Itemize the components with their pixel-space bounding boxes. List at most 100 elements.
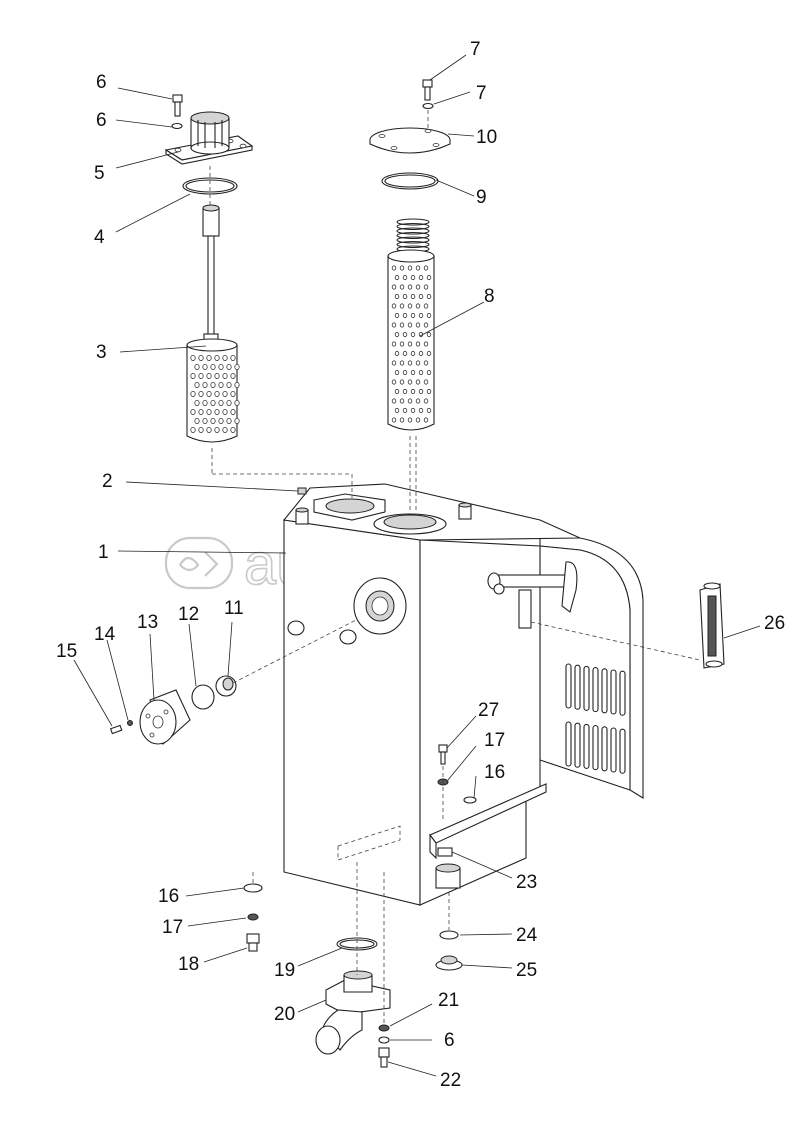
perforation-hole	[410, 274, 416, 281]
perforation-hole	[407, 322, 413, 328]
part-filter-cover-10	[369, 127, 451, 154]
perforation-hole	[407, 341, 413, 347]
perforation-hole	[391, 398, 397, 404]
perforation-hole	[426, 407, 432, 414]
callout-17: 17	[162, 917, 183, 938]
callout-3: 3	[96, 342, 107, 363]
perforation-hole	[210, 399, 216, 406]
perforation-hole	[402, 369, 408, 376]
perforation-hole	[423, 398, 429, 404]
perforation-hole	[194, 363, 200, 370]
vent-slot	[601, 668, 608, 714]
perforation-hole	[194, 417, 200, 424]
callout-23: 23	[516, 872, 537, 893]
callout-27: 26	[764, 613, 785, 634]
part-hydraulic-tank-1	[282, 483, 644, 906]
perforation-hole	[198, 372, 204, 379]
perforation-hole	[399, 341, 405, 347]
callout-7: 6	[96, 72, 107, 93]
perforation-hole	[415, 417, 421, 423]
callout-15: 15	[56, 641, 77, 662]
perforation-hole	[423, 379, 429, 385]
perforation-hole	[410, 293, 416, 300]
perforation-hole	[222, 372, 228, 379]
perforation-hole	[426, 388, 432, 395]
callout-20: 20	[274, 1004, 295, 1025]
perforation-hole	[391, 284, 397, 290]
part-seal-ring-24	[439, 930, 459, 940]
perforation-hole	[426, 331, 432, 338]
spring-coil	[396, 236, 430, 244]
callout-4: 4	[94, 227, 105, 248]
vent-slot	[574, 664, 581, 710]
callout-14: 14	[94, 624, 116, 645]
perforation-hole	[218, 363, 224, 370]
perforation-hole	[391, 341, 397, 347]
part-bolt-18	[246, 933, 260, 952]
vent-slot	[574, 722, 581, 768]
perforation-hole	[426, 274, 432, 281]
perforation-hole	[415, 360, 421, 366]
perforation-hole	[394, 350, 400, 357]
perforation-hole	[214, 426, 220, 433]
autopiter-logo-icon	[164, 536, 234, 590]
callout-9: 9	[476, 187, 487, 208]
part-screw-15	[109, 724, 123, 735]
perforation-hole	[399, 417, 405, 423]
part-breather-cap-5	[164, 111, 254, 165]
part-washer-16-upper	[463, 796, 477, 804]
perforation-hole	[202, 381, 208, 388]
perforation-hole	[198, 408, 204, 415]
callout-7: 7	[470, 39, 481, 60]
perforation-hole	[230, 354, 236, 361]
part-plug-2	[297, 487, 307, 495]
perforation-hole	[423, 360, 429, 366]
perforation-hole	[206, 426, 212, 433]
perforation-hole	[226, 399, 232, 406]
perforation-hole	[415, 284, 421, 290]
callout-1: 1	[98, 542, 109, 563]
perforation-hole	[190, 372, 196, 379]
perforation-hole	[226, 363, 232, 370]
perforation-hole	[210, 363, 216, 370]
perforation-hole	[402, 407, 408, 414]
perforation-hole	[410, 388, 416, 395]
perforation-hole	[423, 303, 429, 309]
part-bolt-22	[378, 1047, 390, 1068]
perforation-hole	[391, 303, 397, 309]
part-bolt-7-left	[172, 94, 183, 117]
perforation-hole	[415, 379, 421, 385]
perforation-hole	[230, 426, 236, 433]
perforation-hole	[402, 350, 408, 357]
callout-labels: 6 6 5 4 3 2 1 7 7 10 9 8 11 12 13 14 15 …	[56, 39, 785, 1091]
callout-12: 12	[178, 604, 199, 625]
perforation-hole	[198, 390, 204, 397]
perforation-hole	[214, 390, 220, 397]
perforation-hole	[230, 372, 236, 379]
perforation-hole	[407, 398, 413, 404]
perforation-hole	[391, 417, 397, 423]
perforation-hole	[194, 399, 200, 406]
callout-18: 18	[178, 954, 199, 975]
perforation-hole	[423, 341, 429, 347]
perforation-hole	[394, 407, 400, 414]
perforation-hole	[402, 312, 408, 319]
part-washer-6-right	[422, 102, 434, 110]
perforation-hole	[407, 265, 413, 271]
perforation-hole	[190, 426, 196, 433]
perforation-hole	[391, 265, 397, 271]
perforation-hole	[407, 417, 413, 423]
vent-slot	[583, 665, 590, 711]
perforation-hole	[418, 407, 424, 414]
perforation-hole	[426, 369, 432, 376]
perforation-hole	[391, 360, 397, 366]
perforation-hole	[394, 312, 400, 319]
perforation-hole	[423, 284, 429, 290]
perforation-hole	[399, 284, 405, 290]
perforation-hole	[410, 331, 416, 338]
perforation-hole	[399, 379, 405, 385]
perforation-hole	[423, 417, 429, 423]
perforation-hole	[402, 388, 408, 395]
perforation-hole	[206, 372, 212, 379]
